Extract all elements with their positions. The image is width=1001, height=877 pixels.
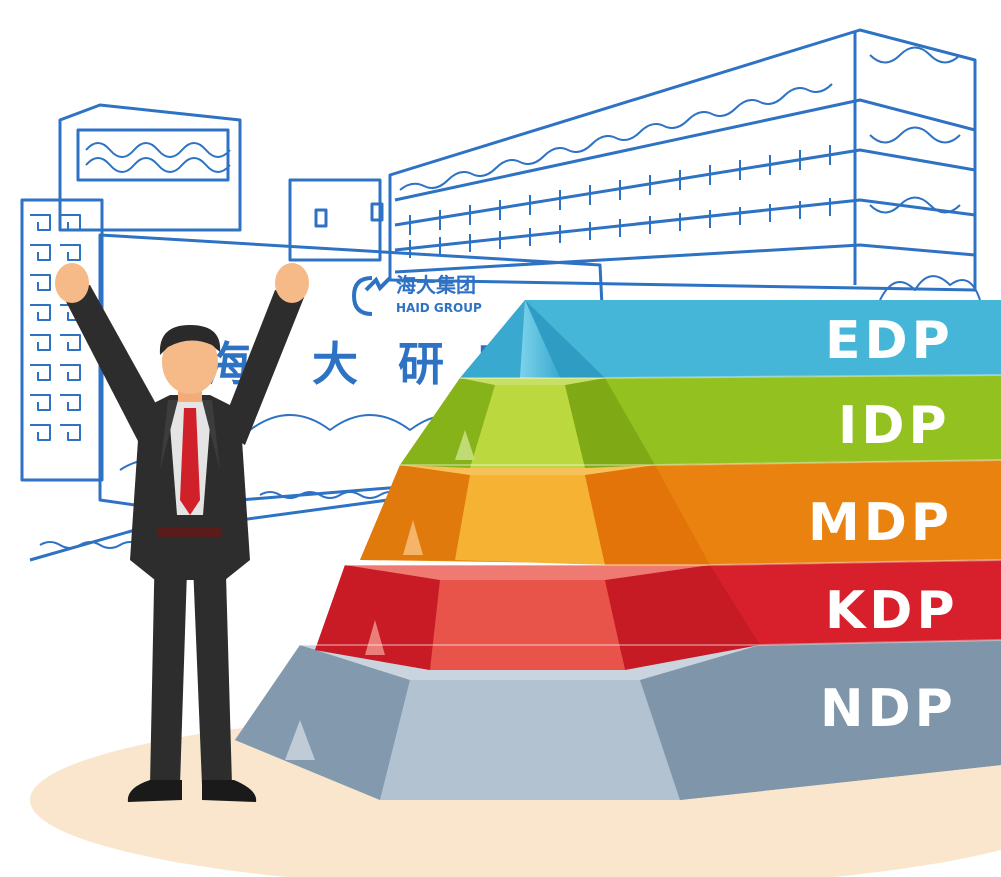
level-label-edp: EDP [825,311,954,371]
level-label-idp: IDP [838,396,951,456]
right-shoe [202,780,257,802]
haid-logo-icon [351,276,392,316]
building-logo: 海大集团 HAID GROUP [351,273,482,316]
hair [159,325,221,355]
pyramid: EDP IDP MDP KDP NDP [235,300,1001,800]
left-leg [150,540,188,785]
left-shoe [127,780,182,802]
businessman-figure [55,263,309,802]
pyramid-level-idp [400,375,1001,468]
level-label-mdp: MDP [808,493,953,553]
face [162,330,218,394]
pyramid-level-ndp [235,640,1001,800]
right-fist [275,263,309,303]
level-label-ndp: NDP [820,679,957,739]
tie [180,408,200,515]
right-leg [192,540,232,785]
sign-char-3: 研 [398,337,444,391]
pyramid-level-mdp [360,460,1001,565]
building-illustration [20,28,981,562]
logo-cn-text: 海大集团 [396,273,476,297]
sign-char-2: 大 [312,337,358,391]
left-fist [55,263,89,303]
level-label-kdp: KDP [825,581,959,641]
pyramid-level-edp [460,300,1001,378]
pyramid-level-kdp [315,560,1001,670]
belt [158,528,222,538]
logo-en-text: HAID GROUP [396,301,482,315]
left-arm [60,285,165,445]
right-arm [220,290,305,445]
